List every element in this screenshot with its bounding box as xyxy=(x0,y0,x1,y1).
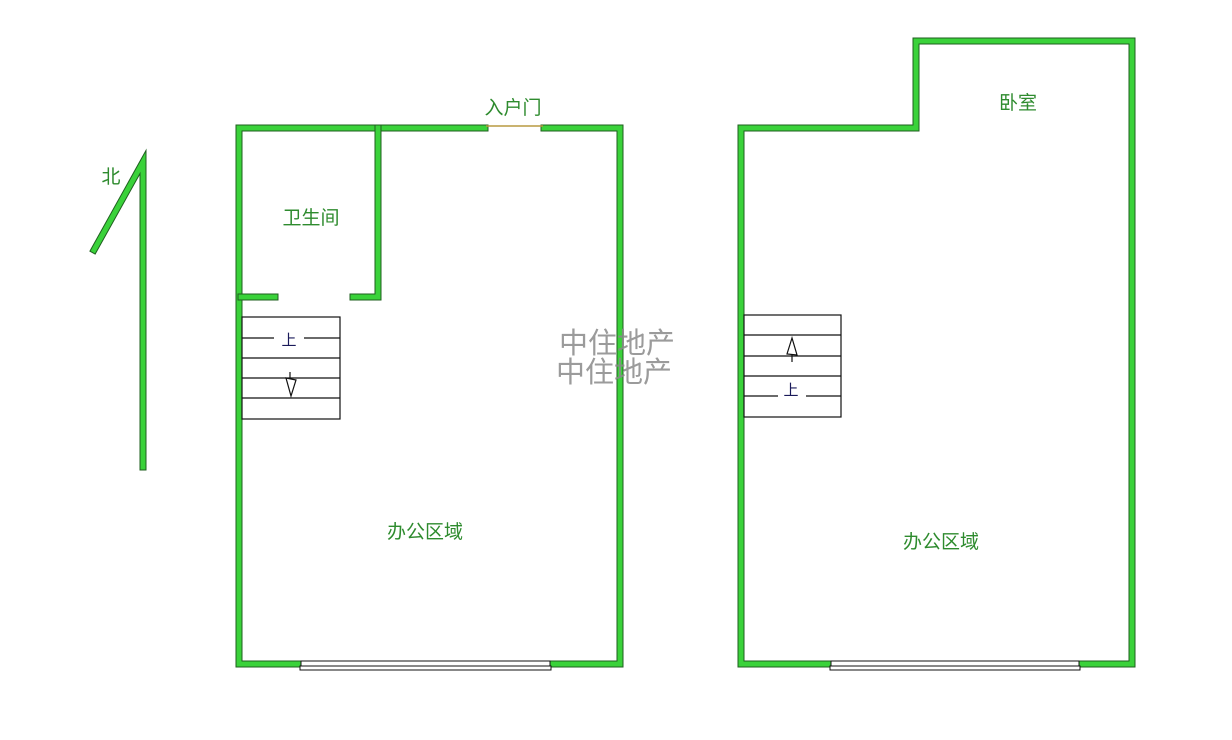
stair-down-arrow-icon xyxy=(285,377,297,399)
stair-up-arrow-icon xyxy=(786,335,798,356)
bedroom-label: 卧室 xyxy=(999,92,1037,114)
north-label: 北 xyxy=(101,166,120,188)
watermark-line2: 中住地产 xyxy=(556,355,672,389)
left-window xyxy=(299,660,552,671)
left-stair-label: 上 xyxy=(281,331,296,349)
watermark-line1: 中住地产 xyxy=(559,326,675,360)
right-window xyxy=(829,660,1081,671)
bathroom-label: 卫生间 xyxy=(282,207,339,229)
right-stair-label: 上 xyxy=(783,381,798,399)
left-office-label: 办公区域 xyxy=(387,521,463,543)
right-unit-walls xyxy=(737,37,1136,668)
right-staircase xyxy=(743,314,842,418)
left-staircase xyxy=(241,316,341,420)
right-office-label: 办公区域 xyxy=(903,531,979,553)
entrance-label: 入户门 xyxy=(484,97,541,119)
north-arrow-icon xyxy=(89,148,147,471)
